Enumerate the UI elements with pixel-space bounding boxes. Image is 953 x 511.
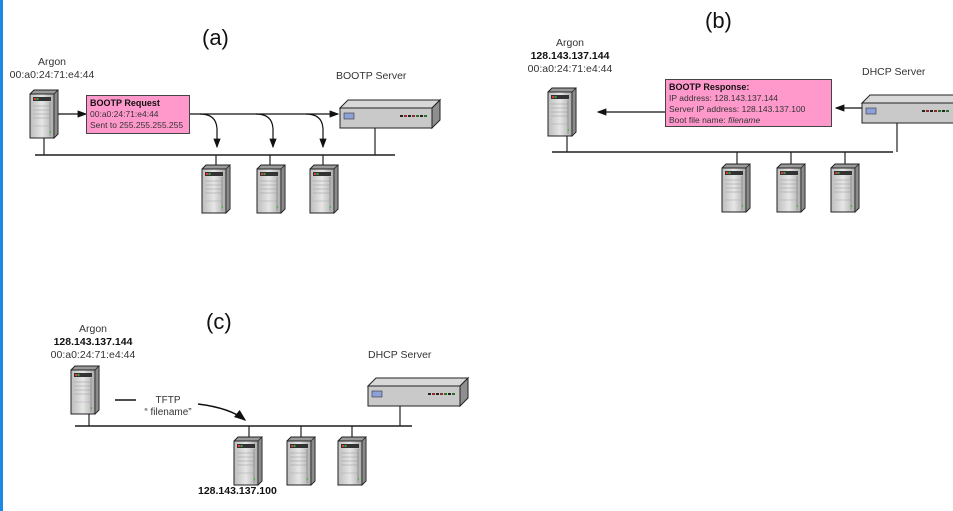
- lan-host-icon: [721, 163, 751, 213]
- broadcast-branch-arrow: [255, 113, 277, 149]
- tftp-server-ip: 128.143.137.100: [198, 485, 277, 497]
- message-line: Sent to 255.255.255.255: [90, 120, 184, 130]
- bootp-response-box: BOOTP Response: IP address: 128.143.137.…: [665, 79, 832, 127]
- argon-label-a: Argon 00:a0:24:71:e4:44: [6, 56, 98, 82]
- argon-host-icon: [547, 87, 577, 137]
- tftp-protocol: TFTP: [155, 395, 181, 406]
- dhcp-server-icon: [861, 94, 953, 124]
- bootfile-label: Boot file name:: [669, 115, 729, 125]
- client-name: Argon: [78, 323, 108, 335]
- client-name: Argon: [555, 37, 585, 49]
- broadcast-branch-arrow: [199, 113, 221, 149]
- message-title: BOOTP Response:: [669, 82, 750, 92]
- panel-c: [70, 365, 469, 486]
- panel-a-title: (a): [202, 25, 229, 50]
- lan-host-icon: [256, 164, 286, 214]
- message-title: BOOTP Request: [90, 98, 160, 108]
- argon-host-icon: [29, 89, 59, 139]
- panel-b-title: (b): [705, 8, 732, 33]
- dhcp-server-label-c: DHCP Server: [368, 349, 432, 361]
- bootp-request-box: BOOTP Request 00:a0:24:71:e4:44 Sent to …: [86, 95, 190, 134]
- bootfile-value: filename: [728, 115, 761, 125]
- lan-host-icon: [309, 164, 339, 214]
- tftp-file: “ filename”: [144, 407, 192, 418]
- panel-c-title: (c): [206, 309, 232, 334]
- lan-host-icon: [830, 163, 860, 213]
- message-line: IP address: 128.143.137.144: [669, 93, 779, 103]
- tftp-transfer-label: TFTP “ filename”: [138, 395, 198, 419]
- message-line: 00:a0:24:71:e4:44: [90, 109, 159, 119]
- lan-host-icon: [201, 164, 231, 214]
- dhcp-server-label: DHCP Server: [862, 66, 926, 78]
- bootp-server-icon: [339, 99, 441, 129]
- lan-host-icon: [286, 436, 316, 486]
- panel-a: [29, 89, 441, 214]
- client-mac: 00:a0:24:71:e4:44: [9, 69, 95, 81]
- message-line: Server IP address: 128.143.137.100: [669, 104, 806, 114]
- message-line: Boot file name: filename: [669, 115, 828, 126]
- window-edge-accent: [0, 0, 3, 511]
- client-name: Argon: [37, 56, 67, 68]
- broadcast-branch-arrow: [305, 113, 327, 149]
- argon-label-b: Argon 128.143.137.144 00:a0:24:71:e4:44: [520, 37, 620, 76]
- tftp-arrow: [197, 403, 247, 421]
- argon-host-icon: [70, 365, 100, 415]
- lan-host-icon: [337, 436, 367, 486]
- client-ip: 128.143.137.144: [530, 50, 610, 62]
- lan-host-icon: [776, 163, 806, 213]
- panel-b: [547, 87, 953, 213]
- client-mac: 00:a0:24:71:e4:44: [50, 349, 136, 361]
- client-mac: 00:a0:24:71:e4:44: [527, 63, 613, 75]
- dhcp-server-icon: [367, 377, 469, 407]
- argon-label-c: Argon 128.143.137.144 00:a0:24:71:e4:44: [43, 323, 143, 362]
- client-ip: 128.143.137.144: [53, 336, 133, 348]
- tftp-server-host-icon: [233, 436, 263, 486]
- bootp-server-label: BOOTP Server: [336, 70, 407, 82]
